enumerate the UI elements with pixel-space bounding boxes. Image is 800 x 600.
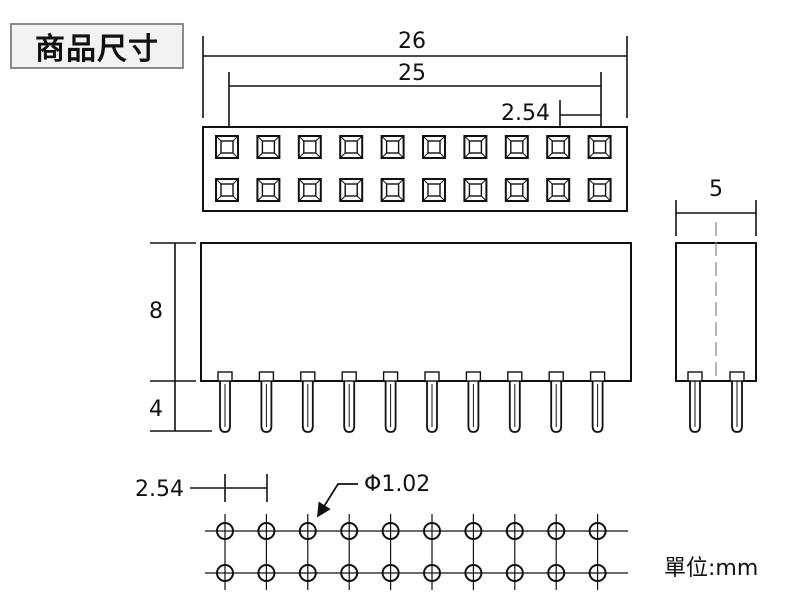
top-contact [215, 135, 239, 159]
pcb-footprint [205, 514, 628, 590]
front-pin [465, 371, 482, 433]
dim-pin-length-label: 4 [149, 397, 163, 422]
dim-pitch-top: 2.54 [501, 100, 601, 128]
top-contact [297, 135, 322, 159]
top-contact [422, 135, 446, 159]
top-contact [339, 178, 364, 202]
top-contact [339, 135, 364, 159]
top-contact [587, 135, 612, 159]
dim-pitch-top-label: 2.54 [501, 101, 550, 126]
dim-overall-length-label: 26 [398, 29, 426, 54]
top-contact [380, 135, 405, 159]
dim-pin-span: 25 [228, 61, 602, 128]
top-contact [256, 135, 281, 159]
front-pin [589, 371, 606, 433]
front-pin [258, 371, 275, 433]
title-text: 商品尺寸 [35, 32, 159, 67]
front-pin [341, 371, 357, 433]
side-view-pins [687, 371, 745, 433]
front-pin [217, 371, 233, 433]
front-pin [382, 371, 399, 433]
top-contact [504, 178, 529, 202]
top-contact [546, 135, 571, 159]
top-contact [546, 178, 571, 202]
top-contact [297, 178, 322, 202]
dim-overall-length: 26 [202, 29, 628, 118]
dim-hole-diameter-label: Φ1.02 [364, 472, 430, 497]
top-contact [422, 178, 446, 202]
dim-pitch-footprint-label: 2.54 [135, 477, 184, 502]
front-pin [548, 371, 564, 433]
front-view-pins [217, 371, 606, 433]
title-box: 商品尺寸 [10, 23, 184, 69]
top-contact [463, 178, 488, 202]
top-view-contacts [215, 135, 612, 202]
unit-label: 單位:mm [664, 556, 759, 581]
dim-pitch-footprint: 2.54 [135, 474, 268, 502]
dim-hole-diameter: Φ1.02 [317, 472, 430, 518]
front-view-body [200, 242, 632, 382]
front-pin [507, 371, 523, 433]
top-contact [215, 178, 239, 202]
top-contact [380, 178, 405, 202]
dim-height: 8 4 [149, 242, 212, 432]
dim-body-height-label: 8 [149, 299, 163, 324]
top-contact [463, 135, 488, 159]
dim-side-width: 5 [675, 177, 757, 236]
dim-side-width-label: 5 [709, 177, 723, 202]
top-contact [256, 178, 281, 202]
front-pin [300, 371, 316, 433]
top-contact [587, 178, 612, 202]
front-pin [424, 371, 440, 433]
dim-pin-span-label: 25 [398, 61, 426, 86]
top-contact [504, 135, 529, 159]
